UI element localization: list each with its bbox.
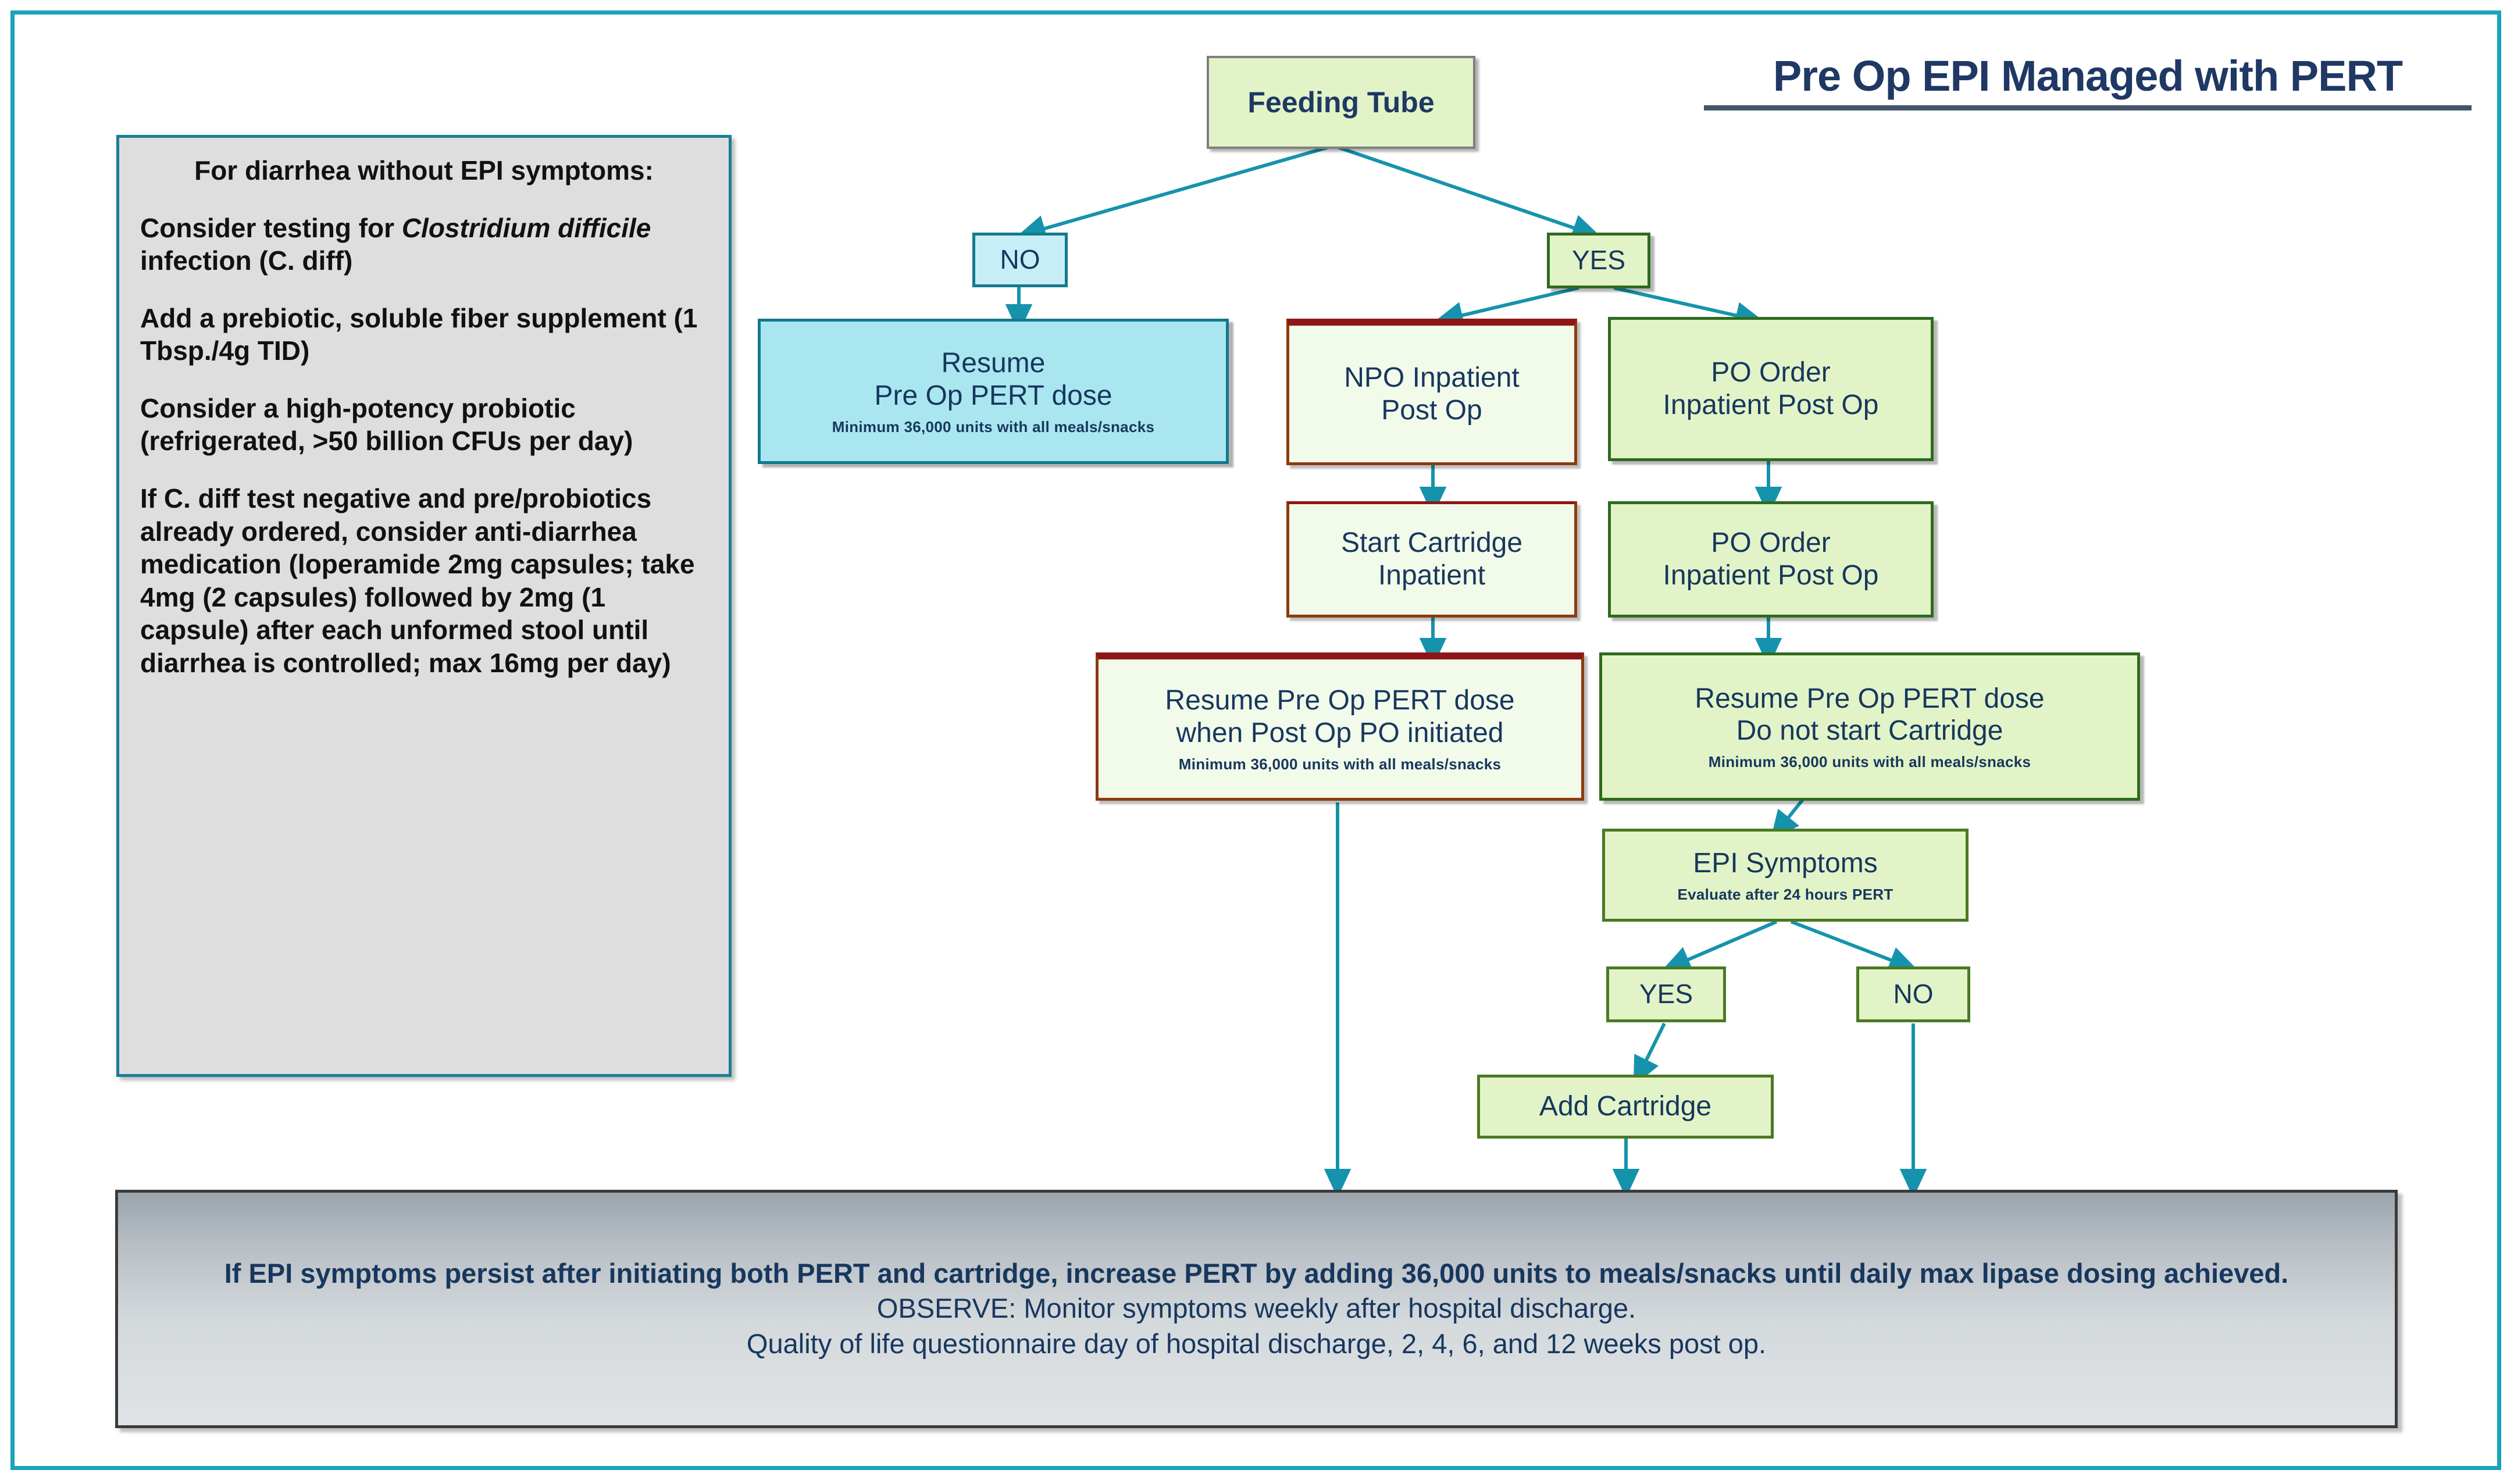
node-po-order-inpatient-post-op-1[interactable]: PO Order Inpatient Post Op: [1608, 317, 1934, 461]
node-yes-top[interactable]: YES: [1547, 233, 1650, 288]
node-po-order-inpatient-post-op-2[interactable]: PO Order Inpatient Post Op: [1608, 501, 1934, 618]
node-add-cartridge[interactable]: Add Cartridge: [1477, 1075, 1774, 1139]
panel-paragraph-antidiarrhea: If C. diff test negative and pre/probiot…: [140, 483, 695, 678]
node-yes-top-label: YES: [1571, 245, 1626, 276]
page-title: Pre Op EPI Managed with PERT: [1704, 51, 2472, 110]
node-resume-left-sub: Minimum 36,000 units with all meals/snac…: [832, 418, 1155, 436]
node-po-order-1-line2: Inpatient Post Op: [1663, 390, 1879, 420]
node-resume-mid-line1: Resume Pre Op PERT dose: [1165, 685, 1515, 716]
node-npo-line1: NPO Inpatient: [1344, 362, 1520, 393]
node-resume-pre-op-pert-right[interactable]: Resume Pre Op PERT dose Do not start Car…: [1599, 652, 2140, 801]
node-resume-right-sub: Minimum 36,000 units with all meals/snac…: [1708, 753, 2031, 771]
banner-line-2: OBSERVE: Monitor symptoms weekly after h…: [876, 1292, 1636, 1324]
node-po-order-2-line1: PO Order: [1711, 527, 1831, 559]
panel-heading: For diarrhea without EPI symptoms:: [194, 155, 654, 186]
node-resume-right-line2: Do not start Cartridge: [1736, 715, 2003, 747]
node-resume-pre-op-pert-left[interactable]: Resume Pre Op PERT dose Minimum 36,000 u…: [758, 319, 1229, 464]
node-npo-line2: Post Op: [1381, 394, 1482, 426]
node-resume-left-line2: Pre Op PERT dose: [874, 380, 1112, 411]
node-epi-symptoms[interactable]: EPI Symptoms Evaluate after 24 hours PER…: [1602, 829, 1969, 922]
banner-line-3: Quality of life questionnaire day of hos…: [746, 1328, 1767, 1359]
node-resume-pre-op-pert-mid[interactable]: Resume Pre Op PERT dose when Post Op PO …: [1096, 652, 1584, 801]
node-po-order-1-line1: PO Order: [1711, 357, 1831, 388]
node-add-cartridge-label: Add Cartridge: [1539, 1091, 1712, 1122]
node-resume-mid-sub: Minimum 36,000 units with all meals/snac…: [1178, 755, 1502, 773]
node-start-cartridge-line1: Start Cartridge: [1340, 527, 1523, 559]
node-resume-right-line1: Resume Pre Op PERT dose: [1695, 683, 2045, 714]
node-resume-mid-line2: when Post Op PO initiated: [1176, 717, 1504, 748]
node-feeding-tube-label: Feeding Tube: [1247, 86, 1435, 119]
node-feeding-tube[interactable]: Feeding Tube: [1207, 56, 1475, 149]
node-start-cartridge-line2: Inpatient: [1378, 560, 1486, 591]
banner-line-1: If EPI symptoms persist after initiating…: [224, 1258, 2289, 1289]
node-yes-bottom[interactable]: YES: [1606, 966, 1726, 1022]
node-epi-symptoms-sub: Evaluate after 24 hours PERT: [1677, 885, 1893, 903]
escalation-banner: If EPI symptoms persist after initiating…: [115, 1190, 2398, 1428]
node-epi-symptoms-label: EPI Symptoms: [1693, 848, 1878, 879]
node-po-order-2-line2: Inpatient Post Op: [1663, 560, 1879, 591]
panel-paragraph-prebiotic: Add a prebiotic, soluble fiber supplemen…: [140, 302, 698, 366]
node-resume-left-line1: Resume: [941, 348, 1046, 379]
diarrhea-guidance-panel: For diarrhea without EPI symptoms: Consi…: [116, 135, 732, 1077]
node-no-top-label: NO: [1000, 244, 1040, 275]
panel-paragraph-probiotic: Consider a high-potency probiotic (refri…: [140, 393, 633, 456]
node-no-top[interactable]: NO: [972, 233, 1068, 287]
node-no-bottom-label: NO: [1893, 979, 1934, 1009]
node-yes-bottom-label: YES: [1639, 979, 1693, 1009]
panel-paragraph-cdiff: Consider testing for Clostridium diffici…: [140, 212, 651, 276]
node-no-bottom[interactable]: NO: [1856, 966, 1970, 1022]
node-start-cartridge-inpatient[interactable]: Start Cartridge Inpatient: [1286, 501, 1577, 618]
node-npo-inpatient-post-op[interactable]: NPO Inpatient Post Op: [1286, 319, 1577, 465]
